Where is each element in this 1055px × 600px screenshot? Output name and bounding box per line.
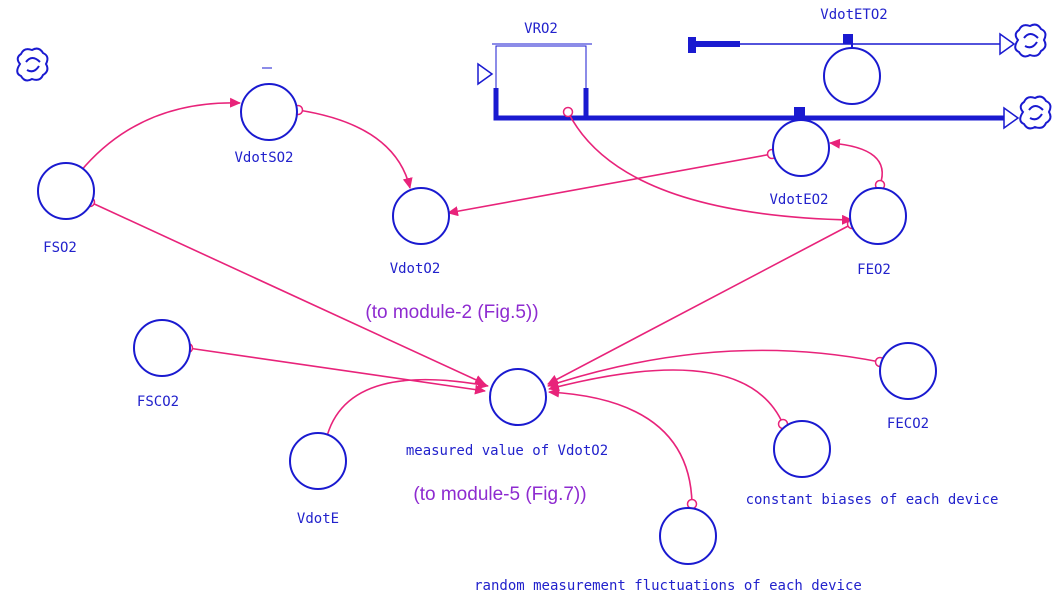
valve-top-icon <box>843 34 853 44</box>
node-feco2[interactable]: FECO2 <box>879 342 937 432</box>
node-measured-vdoto2[interactable]: measured value of VdotO2 <box>406 368 608 459</box>
links <box>79 97 883 505</box>
node-fsco2[interactable]: FSCO2 <box>133 319 191 410</box>
node-label: FSO2 <box>43 240 77 256</box>
node-label: VdotSO2 <box>234 150 293 166</box>
cloud-sink-main-icon <box>1019 95 1052 130</box>
flow-arrow-top-icon <box>999 32 1016 56</box>
node-vdotet02[interactable]: VdotETO2 <box>820 7 888 105</box>
cloud-source-icon <box>16 47 49 82</box>
stock-vro2[interactable]: VRO2 <box>492 21 592 117</box>
node-feo2[interactable]: FEO2 <box>849 187 907 278</box>
node-constant-biases[interactable]: constant biases of each device <box>746 420 999 508</box>
node-label: VdotE <box>297 511 339 527</box>
node-label: FEO2 <box>857 262 891 278</box>
valve-main-icon <box>794 107 805 116</box>
node-vdotso2[interactable]: VdotSO2 <box>234 83 298 166</box>
flow-pipe-main <box>493 88 1004 121</box>
stock-label: VRO2 <box>524 21 558 37</box>
node-random-fluctuations[interactable]: random measurement fluctuations of each … <box>474 507 862 594</box>
annotation-module-2: (to module-2 (Fig.5)) <box>365 302 538 323</box>
node-label: FSCO2 <box>137 394 179 410</box>
node-fso2[interactable]: FSO2 <box>37 162 95 256</box>
annotation-module-5: (to module-5 (Fig.7)) <box>413 484 586 505</box>
node-label: FECO2 <box>887 416 929 432</box>
node-vdoteo2[interactable]: VdotEO2 <box>769 119 830 208</box>
node-vdoto2[interactable]: VdotO2 <box>390 187 450 277</box>
node-label: random measurement fluctuations of each … <box>474 578 862 594</box>
flow-pipe-top-cap <box>688 37 696 53</box>
inflow-arrow-icon <box>477 62 494 86</box>
node-label: VdotEO2 <box>769 192 828 208</box>
node-label: constant biases of each device <box>746 492 999 508</box>
cloud-sink-top-icon <box>1014 23 1047 58</box>
node-label: measured value of VdotO2 <box>406 443 608 459</box>
flow-arrow-main-icon <box>1003 106 1020 130</box>
node-label: VdotO2 <box>390 261 441 277</box>
node-label: VdotETO2 <box>820 7 887 23</box>
node-vdote[interactable]: VdotE <box>289 432 347 527</box>
